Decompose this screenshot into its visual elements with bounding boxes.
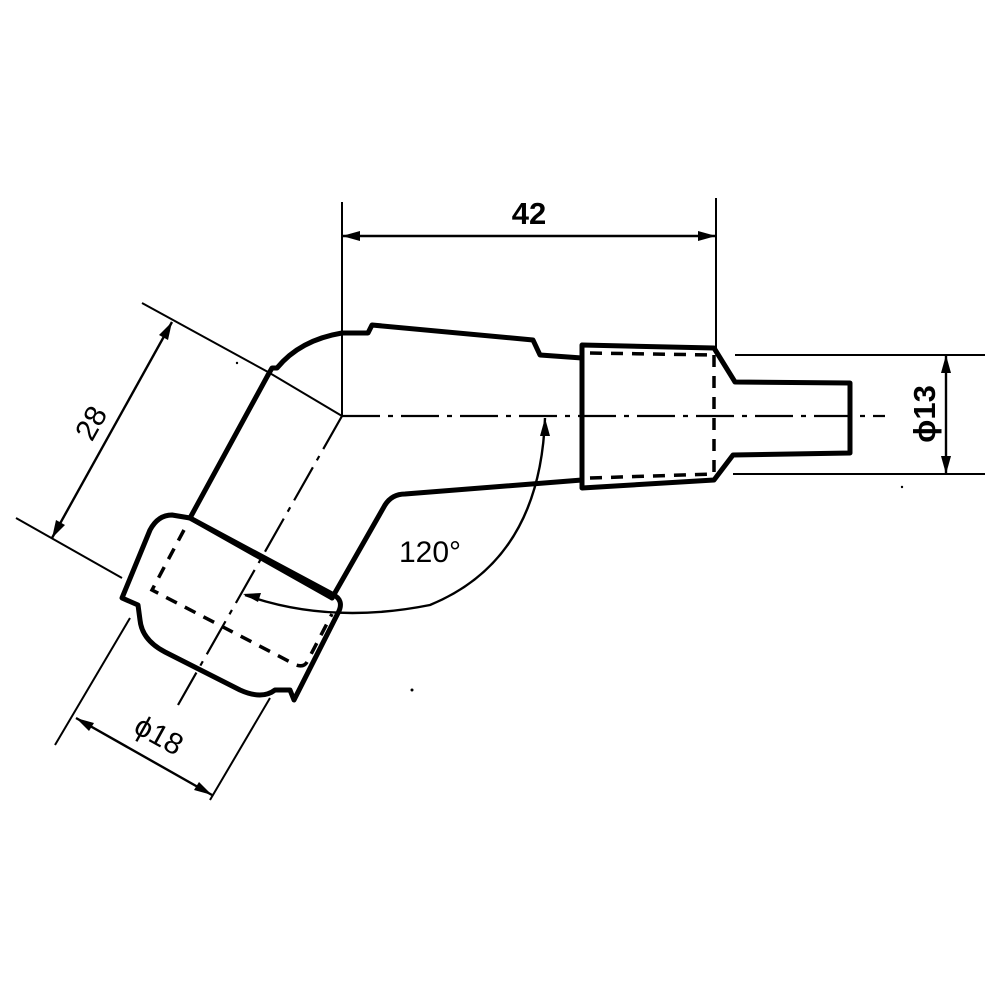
plug-boot-hidden-outline	[149, 529, 334, 668]
speck	[235, 361, 239, 365]
dimension-angle-120: 120°	[243, 417, 550, 615]
body-top-outline	[265, 322, 585, 378]
dim-28-ext-top	[141, 302, 269, 373]
arrow-icon	[159, 322, 172, 340]
speck	[410, 688, 414, 692]
dim-42-label: 42	[512, 196, 546, 231]
dim-18-label: ϕ18	[129, 709, 189, 762]
plug-boot-top-edge	[187, 515, 335, 601]
arrow-icon	[941, 355, 951, 373]
angle-label: 120°	[399, 536, 461, 569]
cable-boot-hidden-top	[589, 351, 715, 357]
arrow-icon	[243, 593, 261, 602]
angle-arc	[244, 417, 547, 615]
arrow-icon	[76, 718, 94, 731]
dim-13-label: ϕ13	[907, 385, 942, 443]
arrow-icon	[342, 231, 360, 241]
arrow-icon	[698, 231, 716, 241]
dim-18-ext-right	[209, 697, 271, 801]
leg-outer-outline	[187, 372, 271, 521]
arrow-icon	[52, 520, 65, 538]
dimension-42: 42	[341, 196, 717, 416]
dim-18-ext-left	[54, 617, 131, 746]
cable-boot	[579, 342, 853, 491]
dim-28-line	[50, 321, 174, 539]
dim-28-ext-bottom	[15, 517, 123, 579]
arrow-icon	[540, 418, 550, 436]
speck	[900, 485, 904, 489]
dim-18-line	[75, 716, 213, 797]
arrow-icon	[941, 456, 951, 474]
leg-center-line	[177, 415, 343, 706]
dimension-phi18: ϕ18	[54, 617, 271, 801]
plug-boot-outline	[119, 512, 343, 703]
plug-boot	[119, 512, 343, 703]
connector-body	[187, 322, 585, 601]
cable-boot-hidden-bottom	[589, 472, 715, 480]
dimension-phi13: ϕ13	[733, 354, 985, 475]
center-lines	[177, 371, 885, 706]
arrow-icon	[194, 782, 212, 795]
cable-boot-outline	[579, 342, 853, 491]
body-bottom-outline	[329, 477, 585, 601]
elbow-vertex-line	[267, 371, 343, 417]
